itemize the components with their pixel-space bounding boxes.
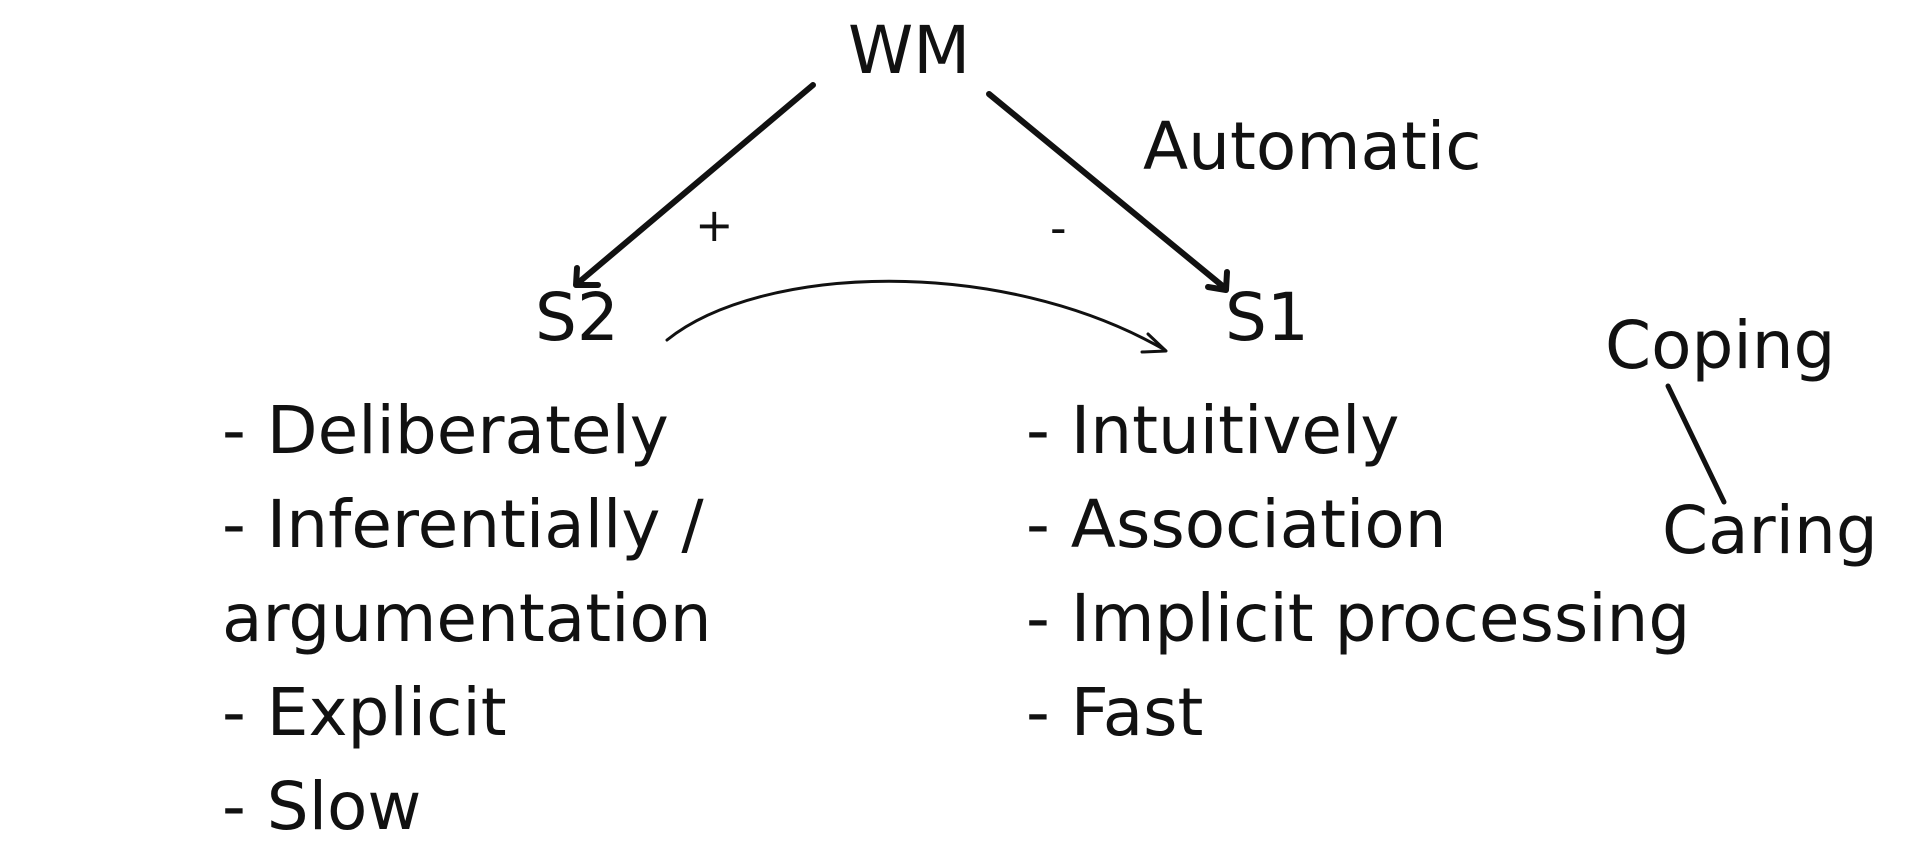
s2-attribute-item: - Slow	[222, 768, 422, 845]
s2-attribute-item: - Inferentially /	[222, 486, 704, 563]
node-s1: S1	[1225, 279, 1309, 356]
line-coping-caring	[1665, 383, 1727, 505]
arrow-wm-to-s2	[575, 82, 816, 286]
s1-attribute-list: - Intuitively - Association - Implicit p…	[1026, 384, 1690, 760]
s1-attribute-item: - Intuitively	[1026, 392, 1400, 469]
node-wm: WM	[848, 12, 971, 89]
curve-s2-to-s1	[665, 279, 1167, 352]
s1-attribute-item: - Fast	[1026, 674, 1204, 751]
s2-attribute-item: argumentation	[222, 580, 712, 657]
s1-attribute-item: - Implicit processing	[1026, 580, 1691, 657]
side-label-coping: Coping	[1605, 307, 1836, 384]
s2-attribute-item: - Deliberately	[222, 392, 669, 469]
edge-label-automatic: Automatic	[1143, 108, 1482, 185]
s2-attribute-list: - Deliberately - Inferentially / argumen…	[222, 384, 712, 854]
edge-label-minus: -	[1050, 201, 1067, 255]
side-label-caring: Caring	[1662, 492, 1878, 569]
curve-arrowhead-icon	[1140, 332, 1168, 354]
arrow-wm-to-s1	[986, 91, 1228, 291]
s2-attribute-item: - Explicit	[222, 674, 507, 751]
edge-label-plus: +	[695, 198, 734, 252]
node-s2: S2	[535, 279, 619, 356]
arrowhead-s1-icon	[1205, 269, 1230, 293]
arrowhead-s2-icon	[573, 265, 601, 288]
s1-attribute-item: - Association	[1026, 486, 1447, 563]
